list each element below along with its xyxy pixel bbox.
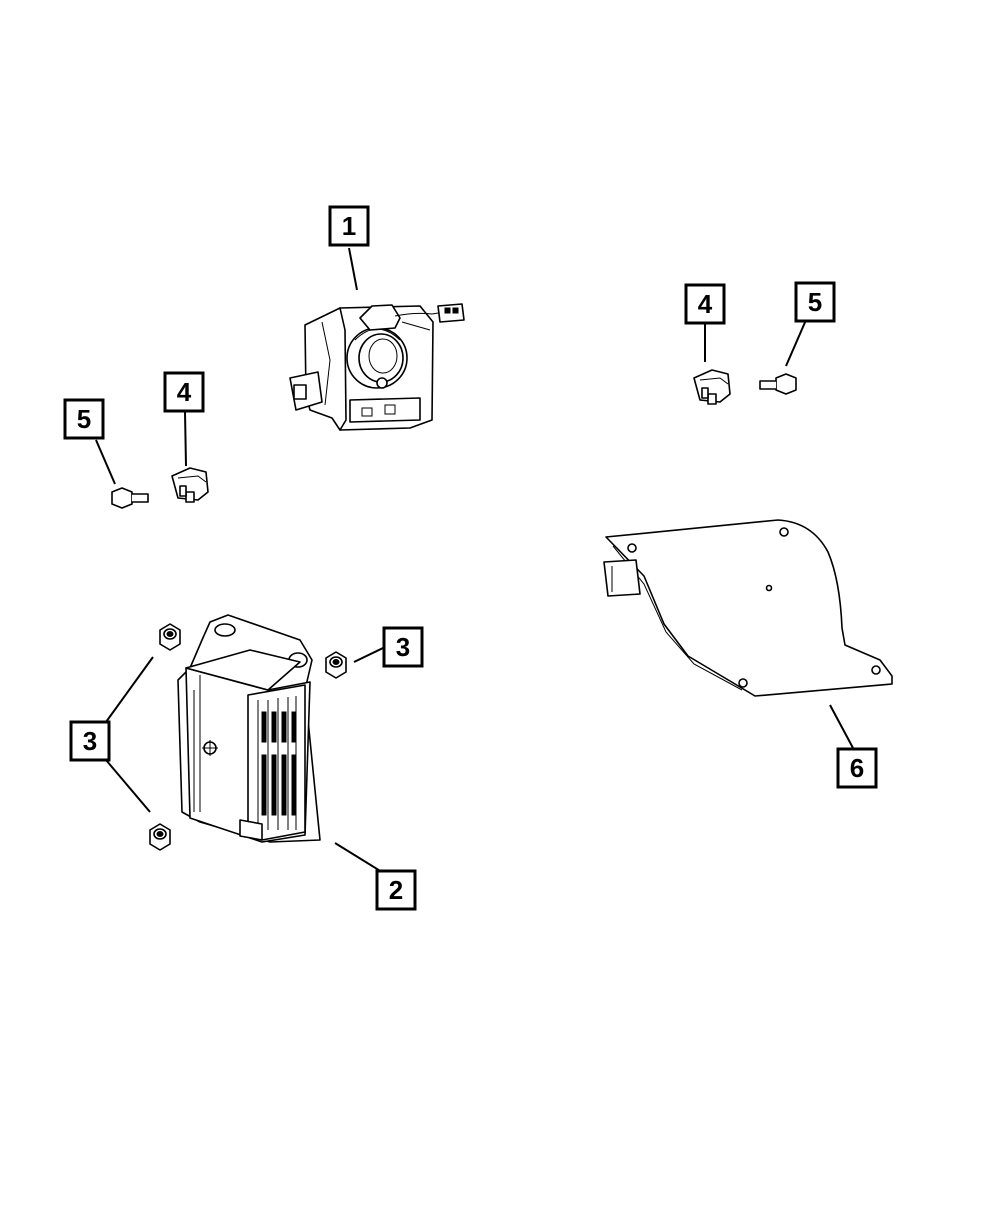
leader-3-top bbox=[105, 656, 154, 723]
callout-2-label: 2 bbox=[389, 875, 403, 905]
nut-right[interactable] bbox=[325, 651, 347, 679]
bolt-left[interactable] bbox=[111, 487, 149, 509]
leader-5-left bbox=[95, 439, 116, 485]
airbag-control-module-part[interactable] bbox=[177, 614, 321, 843]
leader-5-right bbox=[785, 319, 807, 367]
callout-3-left: 3 bbox=[69, 720, 111, 762]
callout-1: 1 bbox=[328, 205, 370, 247]
callout-6: 6 bbox=[836, 747, 878, 789]
leader-3-right bbox=[353, 647, 384, 663]
nut-bottom-left[interactable] bbox=[149, 823, 171, 851]
leader-4-left bbox=[184, 411, 187, 467]
callout-1-label: 1 bbox=[342, 211, 356, 241]
callout-3-right-label: 3 bbox=[396, 632, 410, 662]
callout-5-right-label: 5 bbox=[808, 287, 822, 317]
leader-lines bbox=[95, 247, 854, 873]
leader-6 bbox=[829, 704, 854, 749]
nut-top-left[interactable] bbox=[159, 623, 181, 651]
connector-pins bbox=[261, 711, 297, 816]
callout-2: 2 bbox=[375, 869, 417, 911]
callout-3-left-label: 3 bbox=[83, 726, 97, 756]
leader-1 bbox=[348, 247, 358, 291]
callout-5-left: 5 bbox=[63, 398, 105, 440]
callout-4-right: 4 bbox=[684, 283, 726, 325]
impact-sensor-left[interactable] bbox=[171, 467, 209, 503]
leader-2 bbox=[334, 842, 383, 873]
callout-4-left-label: 4 bbox=[177, 377, 192, 407]
callout-4-left: 4 bbox=[163, 371, 205, 413]
impact-sensor-right[interactable] bbox=[693, 369, 731, 405]
callout-5-right: 5 bbox=[794, 281, 836, 323]
callout-5-left-label: 5 bbox=[77, 404, 91, 434]
bolt-right[interactable] bbox=[759, 373, 797, 395]
callout-4-right-label: 4 bbox=[698, 289, 713, 319]
callout-6-label: 6 bbox=[850, 753, 864, 783]
leader-3-bottom bbox=[105, 759, 151, 813]
mounting-bracket-part[interactable] bbox=[603, 519, 893, 697]
callout-3-right: 3 bbox=[382, 626, 424, 668]
clockspring-part[interactable] bbox=[289, 303, 465, 431]
